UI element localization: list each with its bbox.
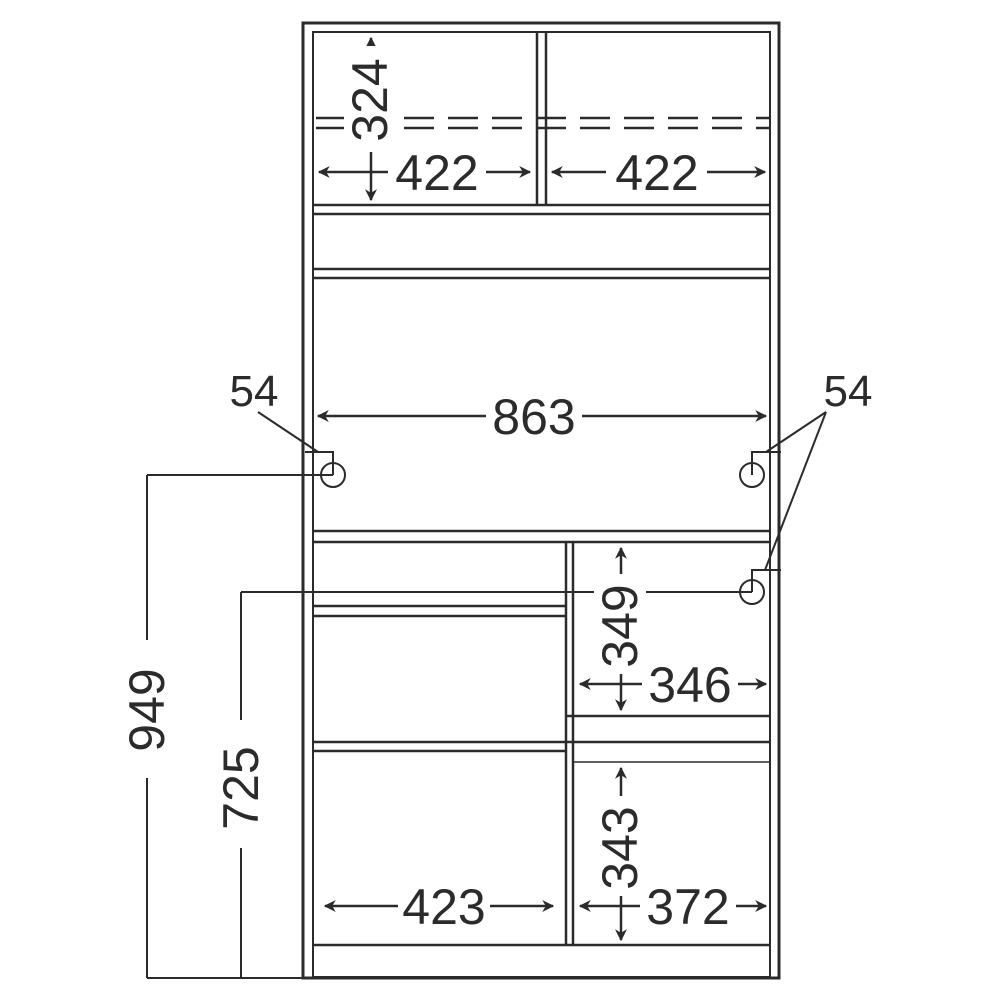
- height-949-label: 949: [119, 668, 175, 751]
- dimension-arrows: [316, 36, 768, 942]
- leader-lines: [257, 411, 827, 571]
- dim-372-label: 372: [646, 879, 729, 935]
- mounting-holes: [305, 451, 781, 605]
- dim-863-label: 863: [492, 389, 575, 445]
- height-reference-lines: [146, 474, 752, 979]
- cabinet-outline: [301, 21, 781, 980]
- shelf-lines: [313, 32, 770, 947]
- dim-422-right-label: 422: [615, 145, 698, 201]
- dim-422-left-label: 422: [395, 145, 478, 201]
- dim-346-label: 346: [648, 657, 731, 713]
- dim-349-label: 349: [592, 584, 648, 667]
- hole-offset-right-label: 54: [824, 367, 873, 416]
- hole-offset-left-label: 54: [230, 367, 279, 416]
- dim-423-label: 423: [402, 879, 485, 935]
- dim-343-label: 343: [592, 806, 648, 889]
- height-725-label: 725: [213, 746, 269, 829]
- dim-324-label: 324: [342, 58, 398, 141]
- dashed-shelf-lines: [316, 116, 770, 130]
